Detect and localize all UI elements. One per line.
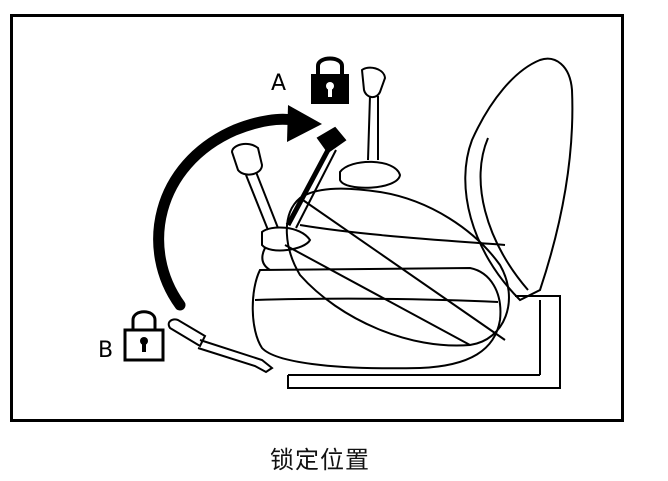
lock-lever-lowered	[167, 318, 274, 374]
seat-back	[464, 57, 574, 302]
seat-base	[287, 295, 561, 389]
label-b-group: B	[98, 310, 165, 363]
figure-caption: 锁定位置	[270, 446, 370, 474]
padlock-unlocked-icon	[123, 310, 165, 362]
label-b: B	[98, 338, 113, 363]
console-raised	[284, 187, 510, 347]
console-lower	[251, 266, 502, 370]
label-a: A	[271, 71, 286, 96]
label-a-group: A	[271, 56, 349, 104]
rotation-arrow	[153, 105, 322, 311]
padlock-locked-icon	[311, 56, 349, 104]
joystick-right	[339, 66, 402, 189]
lock-lever-raised	[285, 126, 347, 229]
joystick-left	[230, 142, 312, 271]
